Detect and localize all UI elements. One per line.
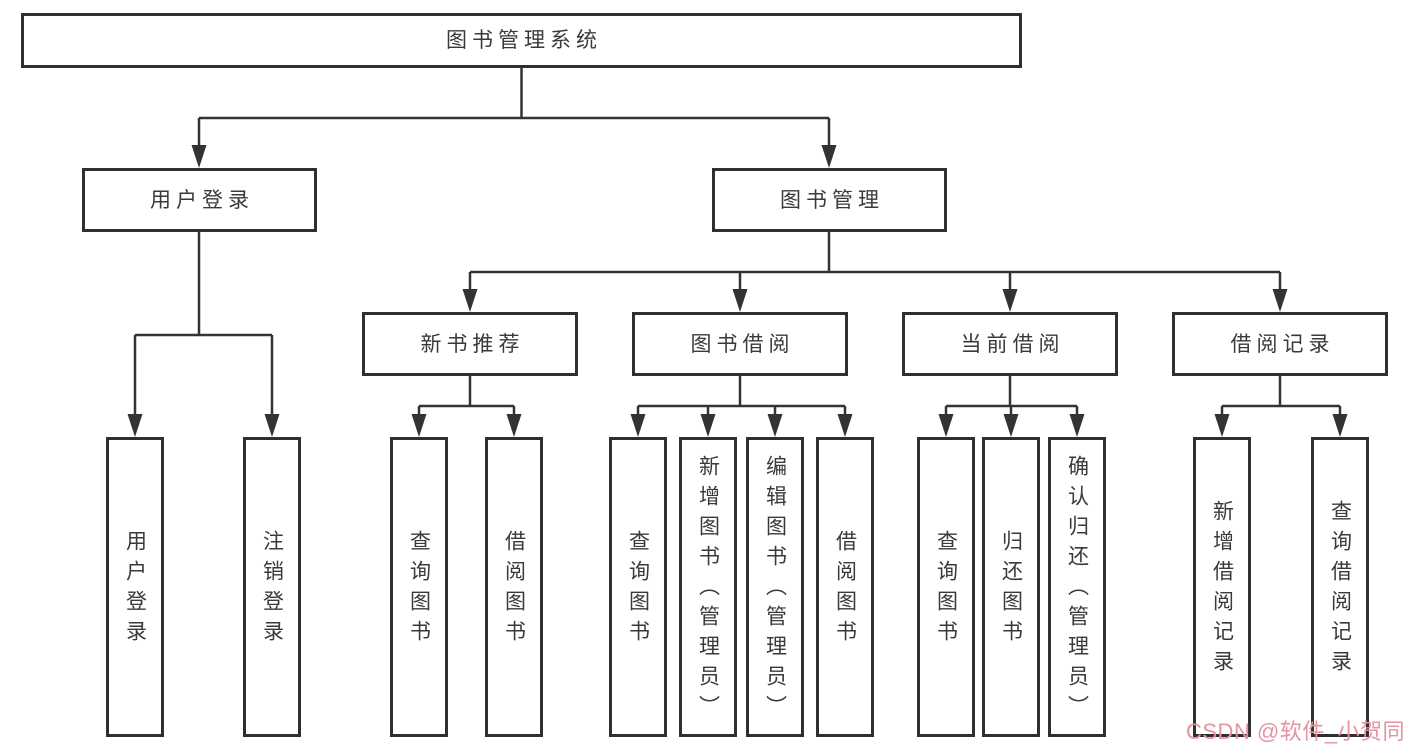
leaf-confirm-return-admin: 确认归还（管理员） <box>1048 437 1106 737</box>
node-label: 图书管理系统 <box>446 29 602 52</box>
connector-current-borrow-children <box>938 376 1085 437</box>
arrowhead <box>938 414 954 437</box>
arrowhead <box>821 145 837 168</box>
arrowhead <box>1214 414 1230 437</box>
arrowhead <box>1332 414 1348 437</box>
arrowhead <box>1003 414 1019 437</box>
leaf-return-books: 归还图书 <box>982 437 1040 737</box>
node-label: 查询图书 <box>626 530 650 650</box>
leaf-borrow-books-recommend: 借阅图书 <box>485 437 543 737</box>
arrowhead <box>837 414 853 437</box>
connector-root-to-level2 <box>191 68 837 168</box>
node-label: 注销登录 <box>260 530 284 650</box>
leaf-user-login: 用户登录 <box>106 437 164 737</box>
leaf-query-books-current: 查询图书 <box>917 437 975 737</box>
node-label: 借阅记录 <box>1230 332 1335 356</box>
node-label: 用户登录 <box>123 530 147 650</box>
arrowhead <box>191 145 207 168</box>
arrowhead <box>732 289 748 312</box>
node-label: 查询图书 <box>407 530 431 650</box>
leaf-add-borrow-record: 新增借阅记录 <box>1193 437 1251 737</box>
node-label: 借阅图书 <box>502 530 526 650</box>
node-label: 新增图书（管理员） <box>696 455 720 725</box>
arrowhead <box>630 414 646 437</box>
leaf-query-borrow-record: 查询借阅记录 <box>1311 437 1369 737</box>
arrowhead <box>767 414 783 437</box>
leaf-logout: 注销登录 <box>243 437 301 737</box>
arrowhead <box>1069 414 1085 437</box>
csdn-watermark: CSDN @软件_小贺同学 <box>1186 719 1405 744</box>
connector-book-borrow-children <box>630 376 853 437</box>
arrowhead <box>506 414 522 437</box>
connector-new-book-children <box>411 376 522 437</box>
leaf-borrow-books: 借阅图书 <box>816 437 874 737</box>
connector-user-login-children <box>127 232 280 437</box>
arrowhead <box>264 414 280 437</box>
arrowhead <box>1002 289 1018 312</box>
node-current-borrowing: 当前借阅 <box>902 312 1118 376</box>
leaf-edit-books-admin: 编辑图书（管理员） <box>746 437 804 737</box>
node-label: 图书管理 <box>780 188 884 212</box>
node-label: 借阅图书 <box>833 530 857 650</box>
connector-book-management-children <box>462 232 1288 312</box>
node-book-borrowing: 图书借阅 <box>632 312 848 376</box>
node-label: 图书借阅 <box>690 332 795 356</box>
node-book-management: 图书管理 <box>712 168 947 232</box>
node-label: 确认归还（管理员） <box>1065 455 1089 725</box>
arrowhead <box>462 289 478 312</box>
node-label: 当前借阅 <box>960 332 1065 356</box>
node-label: 查询借阅记录 <box>1328 500 1352 680</box>
node-label: 归还图书 <box>999 530 1023 650</box>
connector-borrow-records-children <box>1214 376 1348 437</box>
arrowhead <box>127 414 143 437</box>
node-user-login: 用户登录 <box>82 168 317 232</box>
node-label: 编辑图书（管理员） <box>763 455 787 725</box>
leaf-add-books-admin: 新增图书（管理员） <box>679 437 737 737</box>
arrowhead <box>700 414 716 437</box>
node-library-management-system: 图书管理系统 <box>21 13 1022 68</box>
leaf-query-books-recommend: 查询图书 <box>390 437 448 737</box>
node-label: 查询图书 <box>934 530 958 650</box>
node-label: 用户登录 <box>150 188 254 212</box>
node-new-book-recommendation: 新书推荐 <box>362 312 578 376</box>
node-label: 新增借阅记录 <box>1210 500 1234 680</box>
arrowhead <box>1272 289 1288 312</box>
node-borrowing-records: 借阅记录 <box>1172 312 1388 376</box>
leaf-query-books-borrow: 查询图书 <box>609 437 667 737</box>
node-label: 新书推荐 <box>420 332 525 356</box>
arrowhead <box>411 414 427 437</box>
